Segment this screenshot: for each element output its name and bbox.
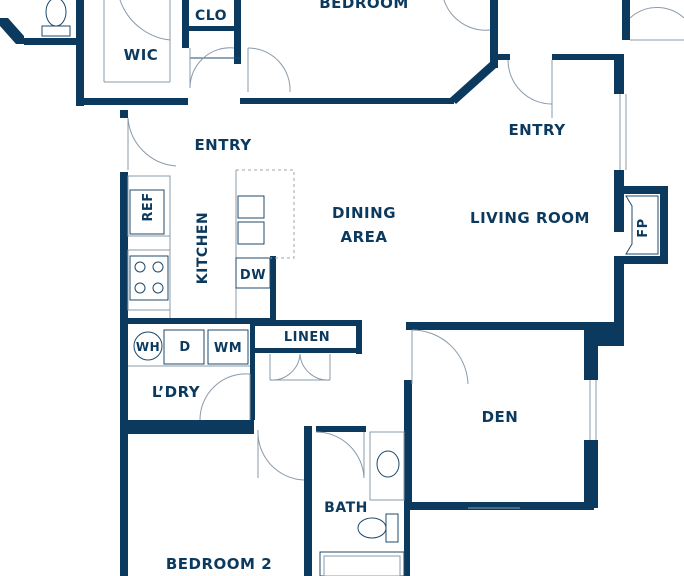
fixtures bbox=[41, 0, 684, 576]
living-room-label: LIVING ROOM bbox=[470, 209, 590, 227]
kitchen-label: KITCHEN bbox=[195, 212, 211, 284]
bath-label: BATH bbox=[324, 500, 368, 516]
sink-icon bbox=[237, 195, 265, 245]
dining-label-line2: AREA bbox=[340, 228, 387, 246]
dining-label-line1: DINING bbox=[332, 204, 396, 222]
fp-label: FP bbox=[636, 218, 651, 237]
entry-right-label: ENTRY bbox=[508, 121, 566, 139]
linen-label: LINEN bbox=[284, 330, 330, 345]
laundry-label: L’DRY bbox=[152, 383, 201, 401]
dw-label: DW bbox=[240, 268, 266, 283]
wh-label: WH bbox=[136, 340, 160, 354]
entry-left-label: ENTRY bbox=[194, 136, 252, 154]
d-label: D bbox=[179, 340, 190, 355]
walls bbox=[0, 0, 668, 576]
clo-label: CLO bbox=[195, 8, 227, 24]
den-label: DEN bbox=[482, 408, 519, 426]
bedroom-label: BEDROOM bbox=[319, 0, 409, 12]
wm-label: WM bbox=[214, 341, 242, 356]
bedroom2-label: BEDROOM 2 bbox=[166, 555, 272, 573]
toilet-icon bbox=[45, 0, 67, 27]
wic-label: WIC bbox=[124, 46, 159, 64]
stove-icon bbox=[129, 255, 169, 301]
room-labels: CLO BEDROOM WIC ENTRY ENTRY REF KITCHEN … bbox=[124, 0, 651, 573]
ref-label: REF bbox=[141, 192, 156, 221]
